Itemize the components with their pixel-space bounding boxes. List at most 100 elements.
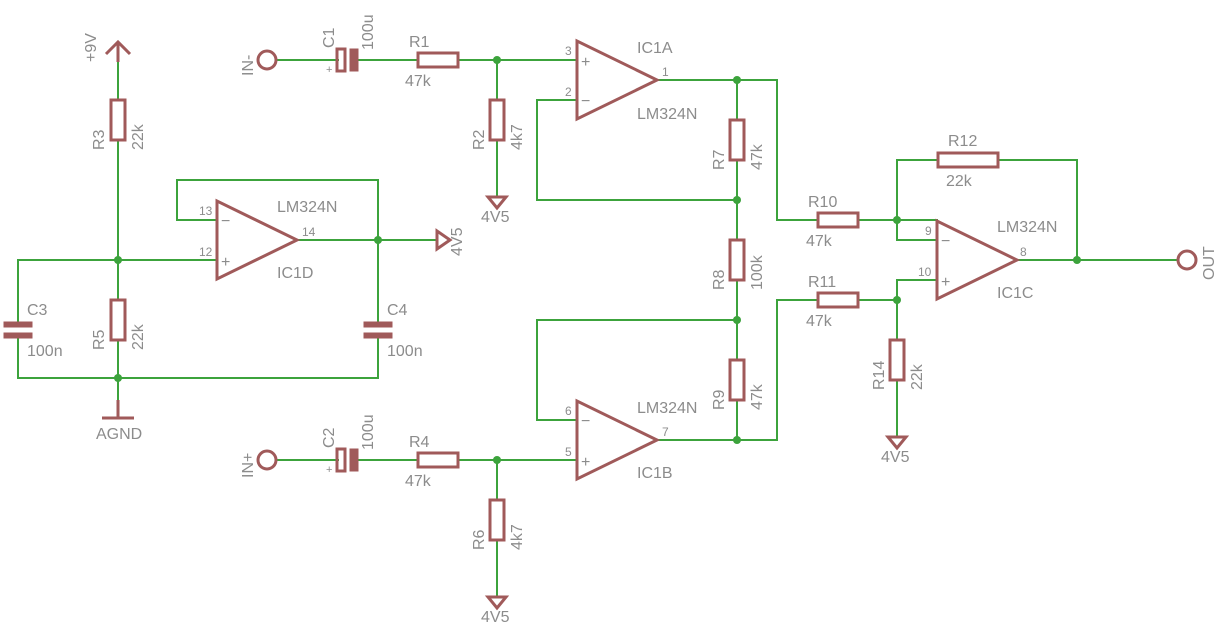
capacitor-c2: + C2 100u — [321, 414, 377, 476]
r1-name: R1 — [409, 34, 430, 51]
r10-name: R10 — [808, 194, 837, 211]
c4-name: C4 — [387, 302, 408, 319]
resistor-r1: R1 47k — [405, 34, 460, 90]
ic1b-pin-out: 7 — [662, 425, 669, 439]
c3-value: 100n — [27, 343, 63, 360]
ic1d-pin-out: 14 — [302, 225, 316, 239]
opamp-ic1d: − + 13 12 14 LM324N IC1D — [199, 198, 337, 282]
ic1a-part: LM324N — [637, 106, 697, 123]
c2-value: 100u — [360, 414, 377, 450]
ic1a-pin-minus: 2 — [565, 85, 572, 99]
resistor-r7: R7 47k — [711, 118, 766, 170]
ic1c-plus-sign: + — [941, 274, 950, 291]
c4-value: 100n — [387, 343, 423, 360]
vref-symbol-r14: 4V5 — [881, 435, 910, 466]
r3-name: R3 — [91, 129, 108, 150]
vref-symbol-r6: 4V5 — [481, 595, 510, 626]
r1-value: 47k — [405, 73, 432, 90]
r8-value: 100k — [749, 254, 766, 290]
vref-symbol-r2: 4V5 — [481, 195, 510, 226]
capacitor-c4: C4 100n — [363, 302, 423, 360]
resistor-r9: R9 47k — [711, 358, 766, 410]
ic1b-name: IC1B — [637, 465, 673, 482]
resistor-r6: R6 4k7 — [471, 498, 526, 550]
resistor-r10: R10 47k — [806, 194, 860, 250]
opamp-ic1c: − + 9 10 8 LM324N IC1C — [918, 218, 1057, 302]
r2-value: 4k7 — [509, 124, 526, 150]
ic1c-pin-out: 8 — [1020, 245, 1027, 259]
r5-name: R5 — [91, 329, 108, 350]
ic1b-plus-sign: + — [581, 454, 590, 471]
c2-name: C2 — [321, 427, 338, 448]
wires — [17, 59, 1178, 597]
resistor-r8: R8 100k — [711, 238, 766, 290]
in-minus-connector[interactable]: IN- — [240, 49, 278, 76]
r2-name: R2 — [471, 129, 488, 150]
r3-value: 22k — [130, 123, 147, 150]
opamp-ic1b: − + 6 5 7 LM324N IC1B — [565, 398, 697, 482]
vcc-symbol: +9V — [83, 33, 132, 62]
ic1b-pin-plus: 5 — [565, 445, 572, 459]
ic1b-minus-sign: − — [581, 413, 590, 430]
ic1b-pin-minus: 6 — [565, 404, 572, 418]
vref-label-r6: 4V5 — [481, 609, 510, 626]
junctions — [114, 56, 1081, 464]
agnd-label: AGND — [96, 426, 142, 443]
r9-name: R9 — [711, 389, 728, 410]
r4-name: R4 — [409, 434, 430, 451]
capacitor-c3: C3 100n — [3, 302, 63, 360]
ic1d-part: LM324N — [277, 199, 337, 216]
ic1a-minus-sign: − — [581, 93, 590, 110]
ic1a-pin-plus: 3 — [565, 44, 572, 58]
vref-output-symbol: 4V5 — [435, 227, 466, 256]
r9-value: 47k — [749, 383, 766, 410]
agnd-symbol: AGND — [96, 400, 142, 443]
out-connector[interactable]: OUT — [1176, 246, 1218, 280]
in-plus-connector[interactable]: IN+ — [240, 449, 278, 478]
r10-value: 47k — [806, 233, 833, 250]
ic1b-part: LM324N — [637, 400, 697, 417]
c1-polarity: + — [326, 64, 332, 76]
ic1c-pin-minus: 9 — [925, 224, 932, 238]
resistor-r14: R14 22k — [871, 338, 926, 390]
c1-value: 100u — [360, 14, 377, 50]
r6-value: 4k7 — [509, 524, 526, 550]
vcc-label: +9V — [83, 33, 100, 62]
ic1d-pin-minus: 13 — [199, 204, 213, 218]
r7-value: 47k — [749, 143, 766, 170]
resistor-r11: R11 47k — [806, 274, 860, 330]
ic1d-pin-plus: 12 — [199, 245, 213, 259]
ic1d-plus-sign: + — [221, 254, 230, 271]
out-label: OUT — [1201, 246, 1218, 280]
resistor-r12: R12 22k — [936, 133, 1000, 190]
c2-polarity: + — [326, 464, 332, 476]
r8-name: R8 — [711, 269, 728, 290]
ic1c-pin-plus: 10 — [918, 265, 932, 279]
r14-name: R14 — [871, 361, 888, 390]
r14-value: 22k — [909, 363, 926, 390]
vref-label-r14: 4V5 — [881, 449, 910, 466]
vref-output-label: 4V5 — [449, 227, 466, 256]
ic1d-name: IC1D — [277, 265, 313, 282]
in-minus-label: IN- — [240, 55, 257, 76]
ic1a-plus-sign: + — [581, 54, 590, 71]
opamp-ic1a: + − 3 2 1 IC1A LM324N — [565, 38, 697, 123]
r5-value: 22k — [130, 323, 147, 350]
r11-name: R11 — [808, 274, 836, 291]
ic1a-name: IC1A — [637, 40, 673, 57]
resistor-r5: R5 22k — [91, 298, 147, 350]
ic1c-minus-sign: − — [941, 233, 950, 250]
resistor-r3: R3 22k — [91, 98, 147, 150]
r6-name: R6 — [471, 529, 488, 550]
ic1c-name: IC1C — [997, 285, 1033, 302]
ic1c-part: LM324N — [997, 219, 1057, 236]
c1-name: C1 — [321, 27, 338, 48]
capacitor-c1: + C1 100u — [321, 14, 377, 76]
r11-value: 47k — [806, 313, 833, 330]
ic1a-pin-out: 1 — [662, 65, 669, 79]
ic1d-minus-sign: − — [221, 213, 230, 230]
r7-name: R7 — [711, 149, 728, 170]
resistor-r4: R4 47k — [405, 434, 460, 490]
r4-value: 47k — [405, 473, 432, 490]
